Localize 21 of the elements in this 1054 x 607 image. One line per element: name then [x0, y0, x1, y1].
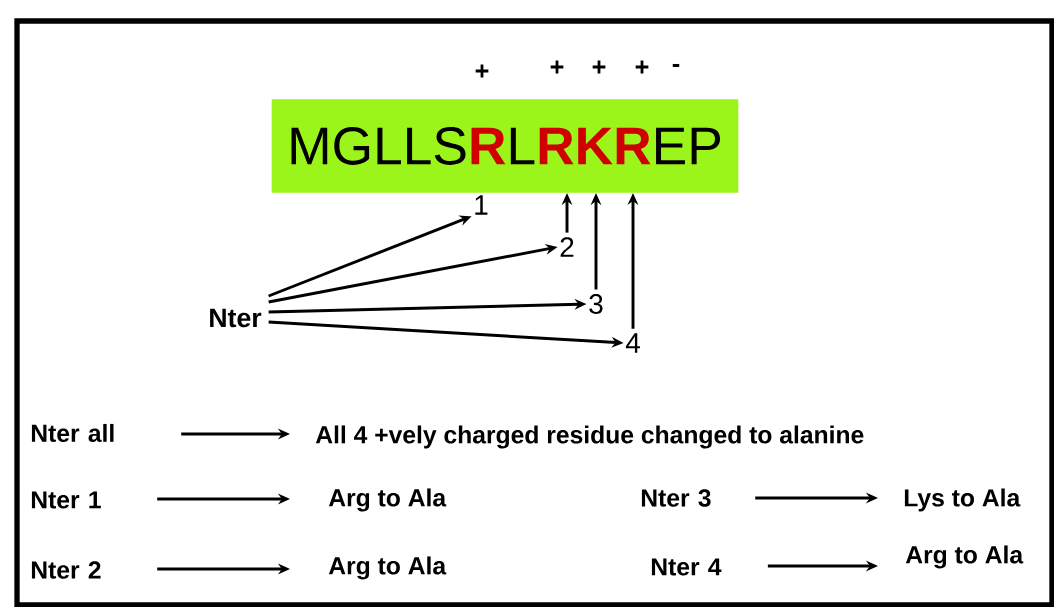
construct-text: Nter all — [31, 423, 114, 443]
construct-text: Lys to Ala — [904, 488, 1021, 512]
construct-text: Arg to Ala — [328, 488, 447, 512]
construct-text: Nter 1 — [31, 491, 101, 509]
charge-sign: + — [635, 60, 649, 74]
construct-text: Nter 2 — [31, 561, 101, 579]
site-number: 3 — [589, 294, 603, 314]
construct-text: Arg to Ala — [905, 545, 1024, 569]
charge-sign: + — [550, 60, 564, 74]
sequence-box: MGLLSRLRKREP — [271, 99, 739, 193]
construct-text: Nter 4 — [651, 558, 722, 576]
site-number: 2 — [560, 237, 574, 257]
construct-text: Nter 3 — [641, 489, 711, 507]
site-number: 4 — [625, 333, 640, 353]
construct-text: All 4 +vely charged residue changed to alanine — [315, 425, 864, 449]
site-number: 1 — [475, 195, 488, 215]
charge-sign: + — [592, 60, 606, 74]
charge-sign: - — [672, 63, 680, 67]
construct-label: Nter — [210, 308, 262, 328]
charge-sign: + — [475, 64, 489, 78]
construct-text: Arg to Ala — [328, 556, 447, 580]
